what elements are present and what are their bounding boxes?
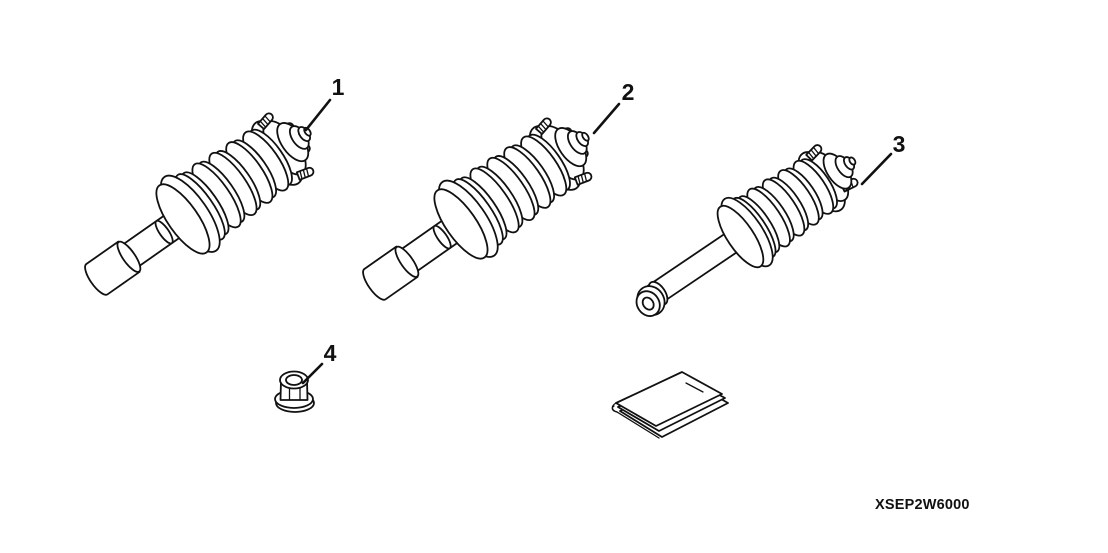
flange-nut-drawing-4 xyxy=(274,370,315,413)
callout-1-label[interactable]: 1 xyxy=(332,74,345,100)
coilover-shock-absorber-drawing-1 xyxy=(66,93,336,319)
instruction-sheet-drawing xyxy=(611,371,729,439)
callout-2-label[interactable]: 2 xyxy=(622,79,635,105)
diagram-part-code: XSEP2W6000 xyxy=(875,497,970,513)
rear-shock-absorber-eyelet-drawing-3 xyxy=(614,126,876,339)
callout-3-label[interactable]: 3 xyxy=(893,131,906,157)
coilover-shock-absorber-drawing-2 xyxy=(344,98,614,324)
callout-3[interactable]: 3 xyxy=(860,131,906,186)
callout-1[interactable]: 1 xyxy=(304,74,345,132)
callout-2[interactable]: 2 xyxy=(592,79,635,135)
callout-4[interactable]: 4 xyxy=(301,340,337,385)
callout-4-label[interactable]: 4 xyxy=(324,340,337,366)
